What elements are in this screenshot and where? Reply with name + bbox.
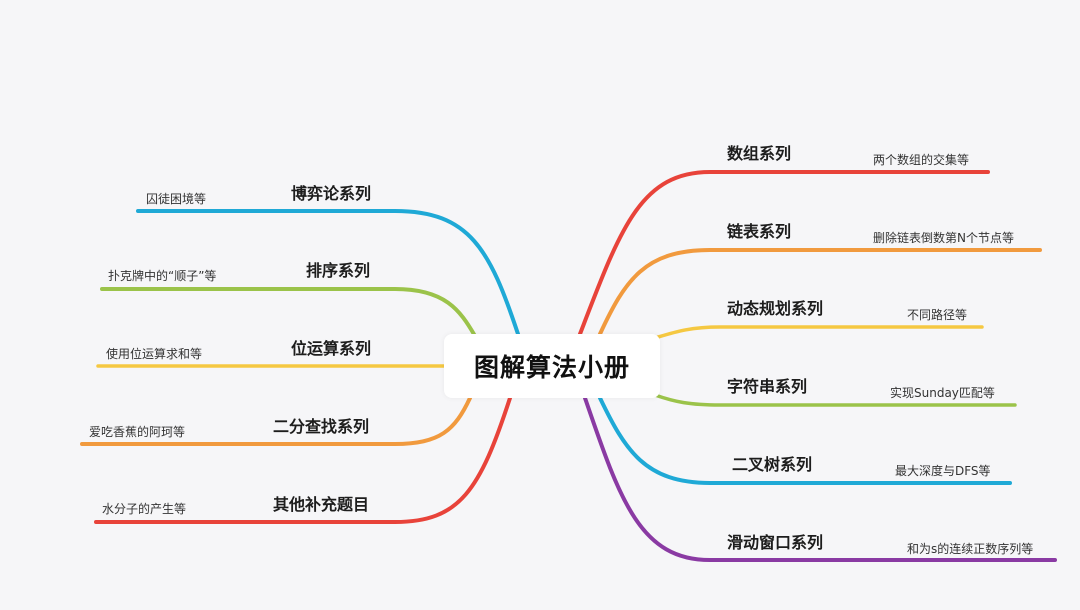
branch-label-linked-list[interactable]: 链表系列	[727, 222, 792, 241]
connector-linked-list	[598, 248, 1042, 336]
connector-sorting	[100, 287, 477, 338]
connector-others	[94, 396, 512, 524]
leaf-label-sliding-window[interactable]: 和为s的连续正数序列等	[907, 542, 1034, 556]
leaf-label-linked-list[interactable]: 删除链表倒数第N个节点等	[873, 231, 1014, 245]
branch-label-others[interactable]: 其他补充题目	[273, 495, 370, 514]
leaf-label-bit-ops[interactable]: 使用位运算求和等	[106, 347, 203, 361]
branch-label-binary-tree[interactable]: 二叉树系列	[732, 455, 813, 474]
connector-binary-search	[80, 396, 472, 446]
leaf-label-arrays[interactable]: 两个数组的交集等	[873, 153, 970, 167]
connector-string	[653, 393, 1017, 407]
connector-arrays	[578, 170, 990, 336]
branch-label-sliding-window[interactable]: 滑动窗口系列	[727, 533, 824, 552]
leaf-label-binary-search[interactable]: 爱吃香蕉的阿珂等	[89, 425, 186, 439]
connector-binary-tree	[598, 396, 1012, 485]
branch-label-arrays[interactable]: 数组系列	[727, 144, 792, 163]
branch-label-dp[interactable]: 动态规划系列	[727, 299, 824, 318]
leaf-label-string[interactable]: 实现Sunday匹配等	[890, 386, 995, 400]
connector-dp	[653, 325, 984, 340]
connector-game-theory	[136, 209, 520, 336]
leaf-label-game-theory[interactable]: 囚徒困境等	[146, 192, 207, 206]
connector-sliding-window	[583, 396, 1057, 562]
branch-label-binary-search[interactable]: 二分查找系列	[273, 417, 370, 436]
leaf-label-dp[interactable]: 不同路径等	[907, 308, 968, 322]
branch-label-sorting[interactable]: 排序系列	[306, 261, 371, 280]
leaf-label-sorting[interactable]: 扑克牌中的“顺子”等	[108, 269, 217, 283]
branch-label-string[interactable]: 字符串系列	[727, 377, 808, 396]
branch-label-bit-ops[interactable]: 位运算系列	[291, 339, 372, 358]
root-title: 图解算法小册	[473, 353, 630, 382]
branch-label-game-theory[interactable]: 博弈论系列	[291, 184, 372, 203]
root-node[interactable]: 图解算法小册	[444, 334, 660, 398]
leaf-label-others[interactable]: 水分子的产生等	[102, 502, 187, 516]
leaf-label-binary-tree[interactable]: 最大深度与DFS等	[895, 464, 991, 478]
